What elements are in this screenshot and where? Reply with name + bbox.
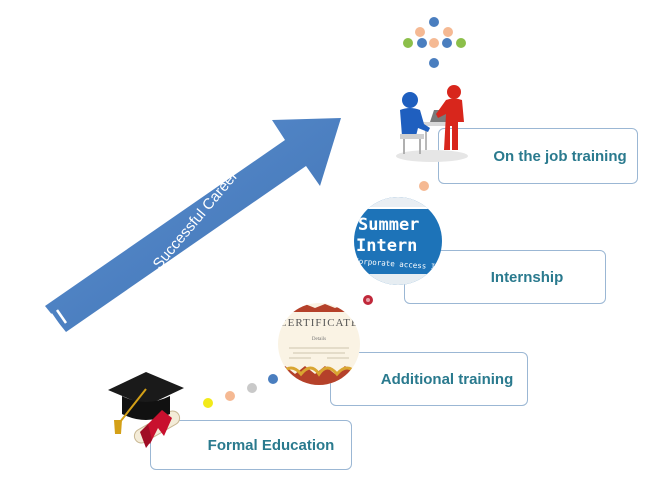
intern-badge-line2: Intern <box>356 236 417 256</box>
step-box-formal-education: Formal Education <box>150 420 352 470</box>
certificate-subtitle: Details <box>312 337 326 342</box>
certificate-icon: CERTIFICATE Details <box>278 303 360 385</box>
workplace-figures-icon <box>396 85 468 162</box>
step-label-additional-training: Additional training <box>380 370 514 388</box>
certificate-title: CERTIFICATE <box>279 317 358 329</box>
step-label-internship: Internship <box>490 268 564 286</box>
graduation-cap-icon <box>108 372 184 448</box>
path-dots <box>203 181 429 408</box>
step-label-on-the-job-training: On the job training <box>493 147 627 165</box>
step-box-additional-training: Additional training <box>330 352 528 406</box>
summer-intern-badge-icon: Summer Intern Corporate access I <box>354 197 442 285</box>
top-dot-cluster <box>403 17 466 68</box>
step-box-on-the-job-training: On the job training <box>438 128 638 184</box>
successful-career-arrow: Successful Career <box>45 118 341 332</box>
intern-badge-line1: Summer <box>358 215 419 235</box>
step-label-formal-education: Formal Education <box>207 436 335 454</box>
